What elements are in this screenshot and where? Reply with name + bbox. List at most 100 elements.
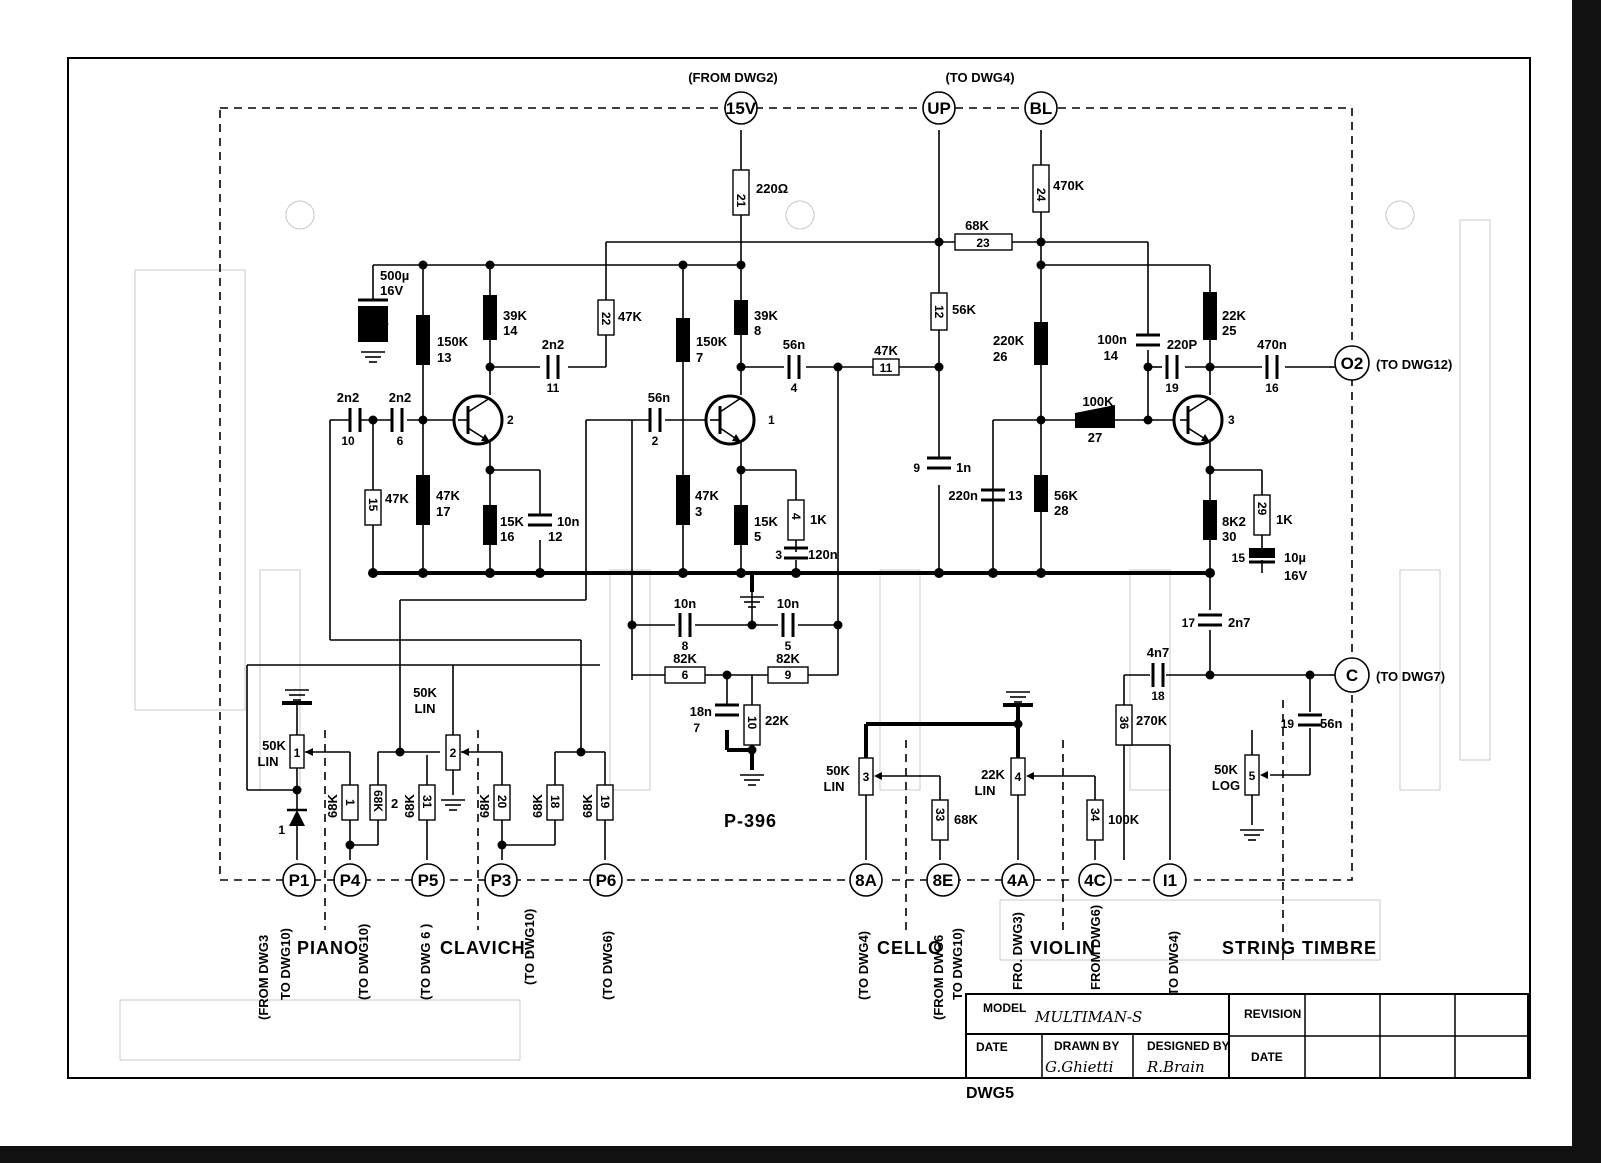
r4-body [787,499,805,541]
r11-ref: 11 [880,361,893,375]
c10-ref: 10 [341,434,355,448]
connector-p4[interactable]: P4 [333,863,367,897]
r14-val: 39K [503,308,527,323]
r10-ref: 10 [745,716,759,730]
p6-note: (TO DWG6) [600,931,615,1000]
connector-p1-label: P1 [289,871,310,890]
connector-4a-label: 4A [1007,871,1029,890]
r14-ref: 14 [503,323,518,338]
section-string-timbre: STRING TIMBRE [1222,938,1377,958]
r4-ref: 4 [789,513,803,520]
r36-body [1115,704,1133,746]
connector-up-label: UP [927,99,951,118]
c3-ref: 3 [775,548,782,562]
title-block: MODEL MULTIMAN-S REVISION DATE DRAWN BY … [965,993,1529,1079]
connector-bl-label: BL [1030,99,1053,118]
date2-label: DATE [1251,1050,1283,1064]
c2-val: 56n [648,390,670,405]
connector-p3[interactable]: P3 [484,863,518,897]
pot4-ref: 4 [1015,770,1022,784]
r34-val: 100K [1108,812,1140,827]
pot1-val: 50K [262,738,286,753]
r28-val: 56K [1054,488,1078,503]
transistor-q1-icon [704,394,756,446]
connector-up[interactable]: UP [922,91,956,125]
r13-ref: 13 [437,350,451,365]
o2-dest-label: (TO DWG12) [1376,357,1452,372]
r30-body [1203,500,1217,540]
r3-body [676,475,690,525]
section-violin: VIOLIN [1030,938,1096,958]
r31-val: 68K [402,794,417,818]
section-cello: CELLO [877,938,943,958]
r4-val: 1K [810,512,827,527]
pot3-val: 50K [826,763,850,778]
connector-p1[interactable]: P1 [282,863,316,897]
connector-p4-label: P4 [340,871,361,890]
pot1-ref: 1 [294,746,301,760]
connector-p6-label: P6 [596,871,617,890]
connector-o2[interactable]: O2 [1334,345,1370,381]
connector-4a[interactable]: 4A [1001,863,1035,897]
r13-body [416,315,430,365]
connector-p6[interactable]: P6 [589,863,623,897]
r10-val: 22K [765,713,789,728]
r31-body [418,784,436,821]
pot5-val2: LOG [1212,778,1240,793]
r36-val: 270K [1136,713,1168,728]
connector-p5[interactable]: P5 [411,863,445,897]
designed-by-label: DESIGNED BY [1147,1039,1230,1053]
r23-ref: 23 [976,236,990,250]
r29-val: 1K [1276,512,1293,527]
4a-note: FRO. DWG3) [1010,912,1025,990]
c-dest-label: (TO DWG7) [1376,669,1445,684]
component-labels: 21 220Ω 24 470K 68K 23 500µ 16V 1 150K 1… [258,178,1343,837]
c19-val: 220P [1167,337,1198,352]
r10-body [743,704,761,746]
c5-val: 10n [777,596,799,611]
c1-val2: 16V [380,283,403,298]
c16-ref: 16 [1265,381,1279,395]
r12-ref: 12 [932,305,946,319]
r2-val: 68K [371,790,385,812]
r24-body [1032,164,1050,213]
r6-ref: 6 [682,668,689,682]
ground-violin-icon [1003,691,1033,707]
r34-body [1086,799,1104,841]
model-value: MULTIMAN-S [1034,1008,1142,1026]
r15-ref: 15 [366,498,380,512]
junction-dots [292,237,1315,850]
connector-i1[interactable]: I1 [1153,863,1187,897]
i1-note: (TO DWG4) [1166,931,1181,1000]
filled-resistor-bodies [416,292,1217,545]
p1-note-b: TO DWG10) [278,928,293,1000]
pot-bodies [289,734,1268,796]
connector-8a[interactable]: 8A [849,863,883,897]
r12-body [930,292,948,331]
c19b-val: 56n [1320,716,1342,731]
c12-val: 10n [557,514,579,529]
connector-c[interactable]: C [1334,657,1370,693]
connector-bl[interactable]: BL [1024,91,1058,125]
wiring [246,130,1329,860]
drawn-by-value: G.Ghietti [1045,1058,1114,1076]
connector-15v[interactable]: 15V [724,91,758,125]
ground-pot5-icon [1239,829,1265,841]
page-bottom-shadow [0,1146,1601,1163]
c18-val: 4n7 [1147,645,1169,660]
r11-val: 47K [874,343,898,358]
capacitors [348,333,1322,727]
r19-val: 68K [580,794,595,818]
r2-ref: 2 [391,796,398,811]
pot4-val2: LIN [975,783,996,798]
connector-15v-label: 15V [726,99,757,118]
q3-ref: 3 [1228,413,1235,427]
connector-8e[interactable]: 8E [926,863,960,897]
connector-4c[interactable]: 4C [1078,863,1112,897]
connector-o2-label: O2 [1341,354,1364,373]
p3-note: (TO DWG10) [522,909,537,985]
c18-ref: 18 [1151,689,1165,703]
c17-val: 2n7 [1228,615,1250,630]
r20-ref: 20 [495,795,509,809]
r6-body [664,666,706,684]
